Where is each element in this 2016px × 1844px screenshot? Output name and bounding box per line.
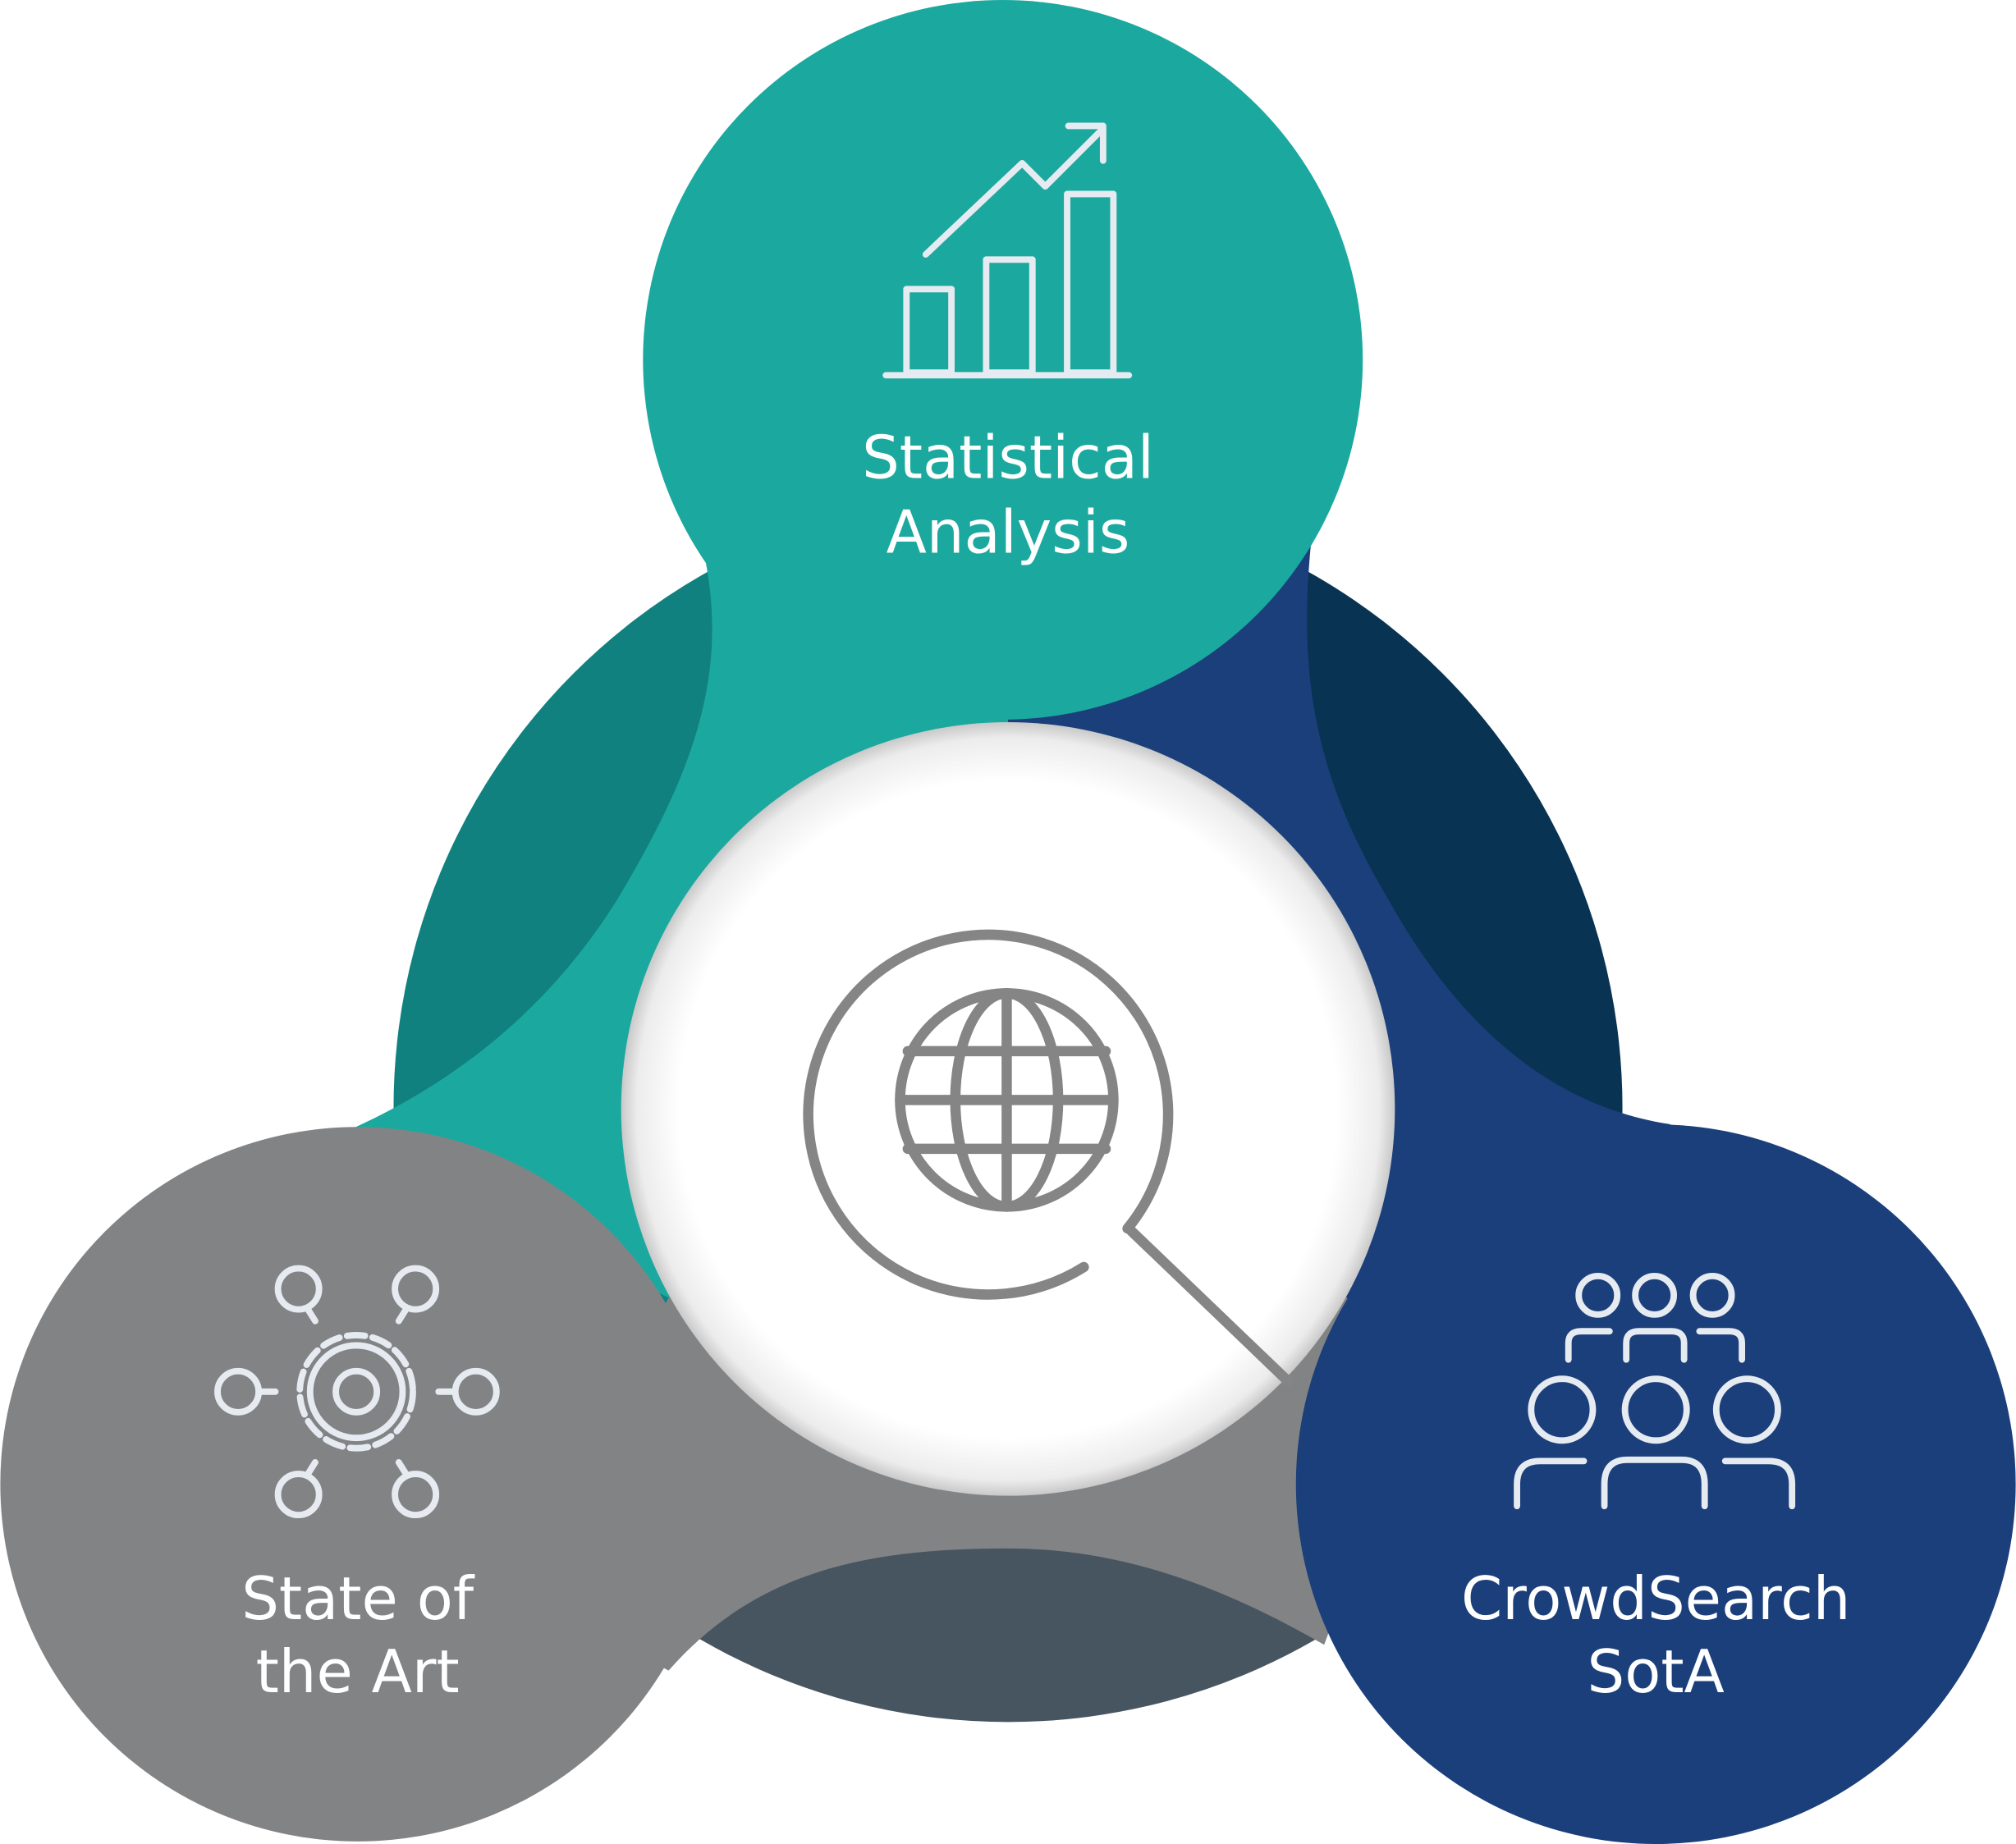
statistical-analysis-label-1: Statistical: [862, 423, 1154, 492]
crowdsearch-sota-label-2: SotA: [1588, 1637, 1725, 1706]
state-of-the-art-label-1: State of: [241, 1564, 475, 1633]
crowdsearch-sota-label-1: CrowdSearch: [1461, 1564, 1850, 1633]
bar-chart-growth-icon: [882, 122, 1133, 379]
node-crowdsearch-sota[interactable]: [1295, 1124, 2016, 1844]
node-statistical-analysis[interactable]: [643, 0, 1363, 720]
globe-search-icon: [803, 929, 1294, 1387]
node-state-of-the-art[interactable]: [0, 1127, 715, 1842]
statistical-analysis-label-2: Analysis: [887, 497, 1130, 566]
state-of-the-art-label-2: the Art: [256, 1637, 460, 1706]
gear-network-icon: [214, 1265, 500, 1519]
people-group-icon: [1514, 1272, 1796, 1510]
